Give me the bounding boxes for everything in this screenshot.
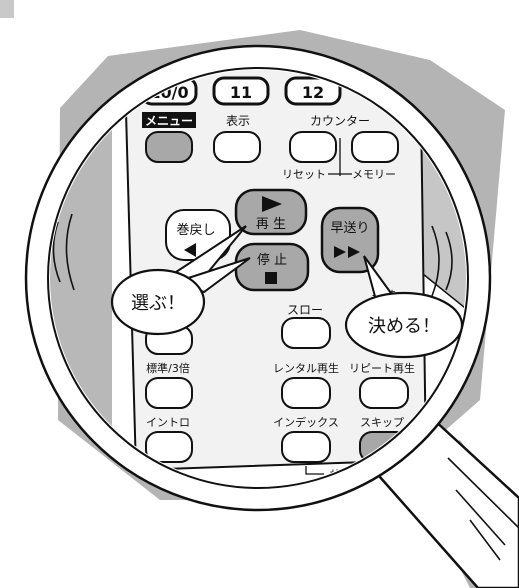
- callout-decide: 決める！: [344, 255, 464, 359]
- intro-button[interactable]: [145, 431, 193, 463]
- standard-button[interactable]: [145, 377, 193, 409]
- play-button[interactable]: [234, 188, 308, 236]
- repeat-button[interactable]: [359, 377, 409, 409]
- memory-label: メモリー: [352, 168, 396, 181]
- menu-label: メニュー: [145, 114, 193, 128]
- button-11-label: 11: [230, 83, 252, 102]
- skip-label: スキップ: [360, 416, 404, 429]
- standard-label: 標準/3倍: [146, 361, 190, 375]
- fast-forward-label: 早送り: [330, 221, 369, 236]
- stop-icon: [265, 272, 277, 284]
- slow-button[interactable]: [281, 317, 331, 349]
- display-button[interactable]: [213, 131, 261, 163]
- stop-label: 停 止: [257, 252, 287, 268]
- slow-label: スロー: [287, 303, 323, 317]
- rental-label: レンタル再生: [273, 361, 339, 375]
- rewind-label: 巻戻し: [176, 223, 215, 238]
- callout-choose: 選ぶ！: [110, 225, 251, 336]
- reset-label: リセット: [282, 168, 326, 181]
- play-icon: [262, 196, 282, 212]
- display-label: 表示: [226, 114, 250, 128]
- reset-button[interactable]: [289, 131, 337, 163]
- callout-choose-text: 選ぶ！: [131, 293, 185, 314]
- fast-forward-icon: [334, 246, 360, 258]
- play-label: 再 生: [256, 217, 286, 232]
- button-12[interactable]: [284, 76, 342, 106]
- vibration-marks-right: [431, 225, 453, 297]
- rewind-icon: [184, 243, 196, 257]
- corner-tab: [0, 0, 14, 18]
- memory-button[interactable]: [351, 131, 399, 163]
- index-button[interactable]: [281, 431, 331, 463]
- menu-label-badge: [142, 112, 196, 128]
- rental-button[interactable]: [281, 377, 331, 409]
- vibration-marks-left: [52, 213, 75, 291]
- index-label: インデックス: [273, 415, 339, 429]
- intro-label: イントロ: [146, 416, 190, 429]
- repeat-label: リピート再生: [349, 361, 415, 375]
- button-11[interactable]: [212, 76, 270, 106]
- callout-decide-text: 決める！: [368, 316, 440, 337]
- button-12-label: 12: [302, 83, 324, 102]
- menu-button[interactable]: [145, 131, 193, 163]
- counter-label: カウンター: [310, 114, 370, 128]
